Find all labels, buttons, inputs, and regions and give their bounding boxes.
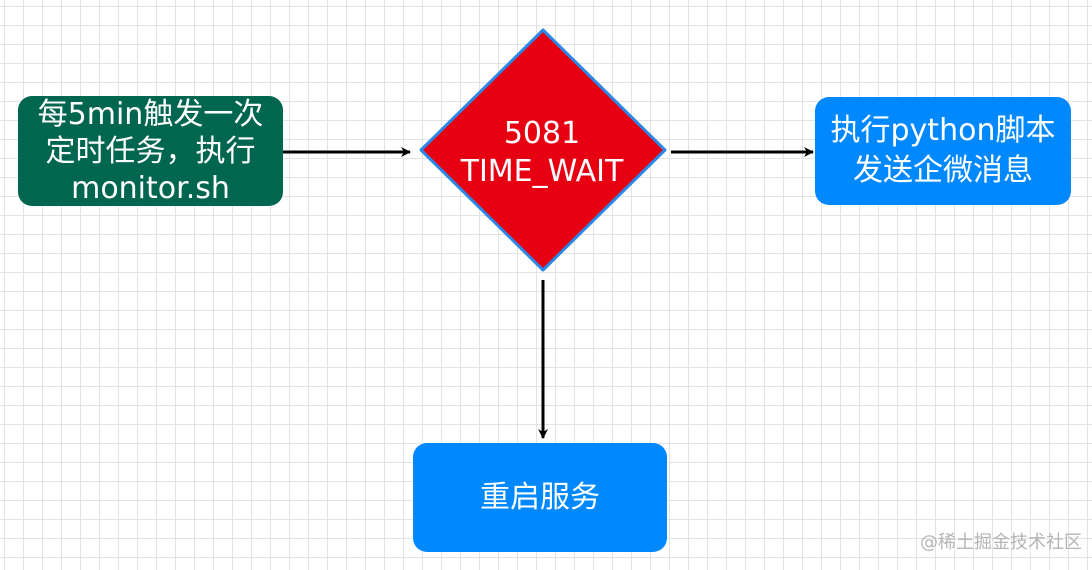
decision-label: 5081 TIME_WAIT: [432, 110, 652, 196]
watermark: @稀土掘金技术社区: [920, 532, 1082, 553]
node-restart-service[interactable]: 重启服务: [413, 443, 667, 552]
decision-diamond[interactable]: [419, 28, 667, 272]
node-cron-trigger-line-2: 定时任务，执行: [45, 133, 256, 169]
node-restart-service-line-1: 重启服务: [480, 479, 600, 515]
node-cron-trigger[interactable]: 每5min触发一次 定时任务，执行 monitor.sh: [18, 96, 283, 206]
node-cron-trigger-line-3: monitor.sh: [71, 170, 230, 206]
decision-label-line-1: 5081: [503, 116, 581, 151]
node-cron-trigger-line-1: 每5min触发一次: [37, 96, 264, 132]
decision-label-line-2: TIME_WAIT: [460, 154, 624, 189]
node-send-notification[interactable]: 执行python脚本 发送企微消息: [815, 97, 1071, 205]
node-send-notification-line-2: 发送企微消息: [853, 153, 1033, 188]
node-send-notification-line-1: 执行python脚本: [830, 113, 1056, 148]
